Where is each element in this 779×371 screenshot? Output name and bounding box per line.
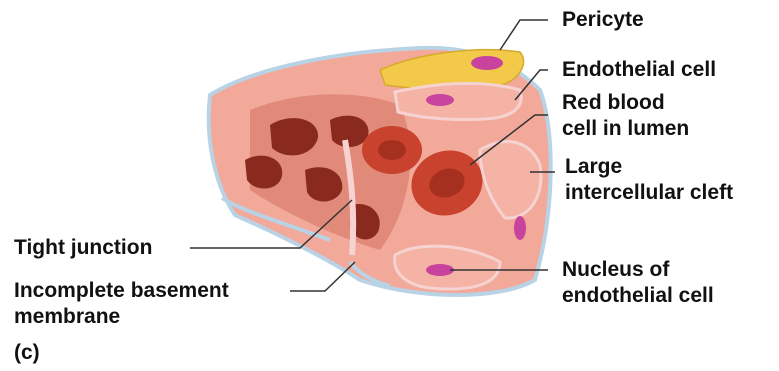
leader-line-pericyte [500, 20, 548, 50]
endothelial-nucleus [426, 264, 454, 276]
label-intercellular-cleft: Large intercellular cleft [565, 154, 733, 206]
label-intercellular-cleft-line1: Large [565, 154, 733, 180]
label-red-blood-cell-line1: Red blood [562, 90, 689, 116]
label-nucleus: Nucleus of endothelial cell [562, 257, 714, 309]
label-nucleus-line1: Nucleus of [562, 257, 714, 283]
label-red-blood-cell-line2: cell in lumen [562, 116, 689, 142]
label-nucleus-line2: endothelial cell [562, 283, 714, 309]
label-intercellular-cleft-line2: intercellular cleft [565, 180, 733, 206]
label-red-blood-cell: Red blood cell in lumen [562, 90, 689, 142]
panel-label: (c) [14, 340, 40, 366]
lumen-opening [330, 116, 368, 147]
red-blood-cell-center [378, 140, 406, 160]
label-pericyte: Pericyte [562, 7, 644, 33]
label-endothelial-cell: Endothelial cell [562, 57, 716, 83]
endothelial-cell-flap [395, 83, 521, 119]
label-basement-membrane: Incomplete basement membrane [14, 278, 229, 330]
pericyte-nucleus [471, 56, 503, 70]
endothelial-nucleus [426, 94, 454, 106]
label-basement-membrane-line1: Incomplete basement [14, 278, 229, 304]
endothelial-nucleus [514, 216, 526, 240]
label-basement-membrane-line2: membrane [14, 304, 229, 330]
label-tight-junction: Tight junction [14, 235, 152, 261]
